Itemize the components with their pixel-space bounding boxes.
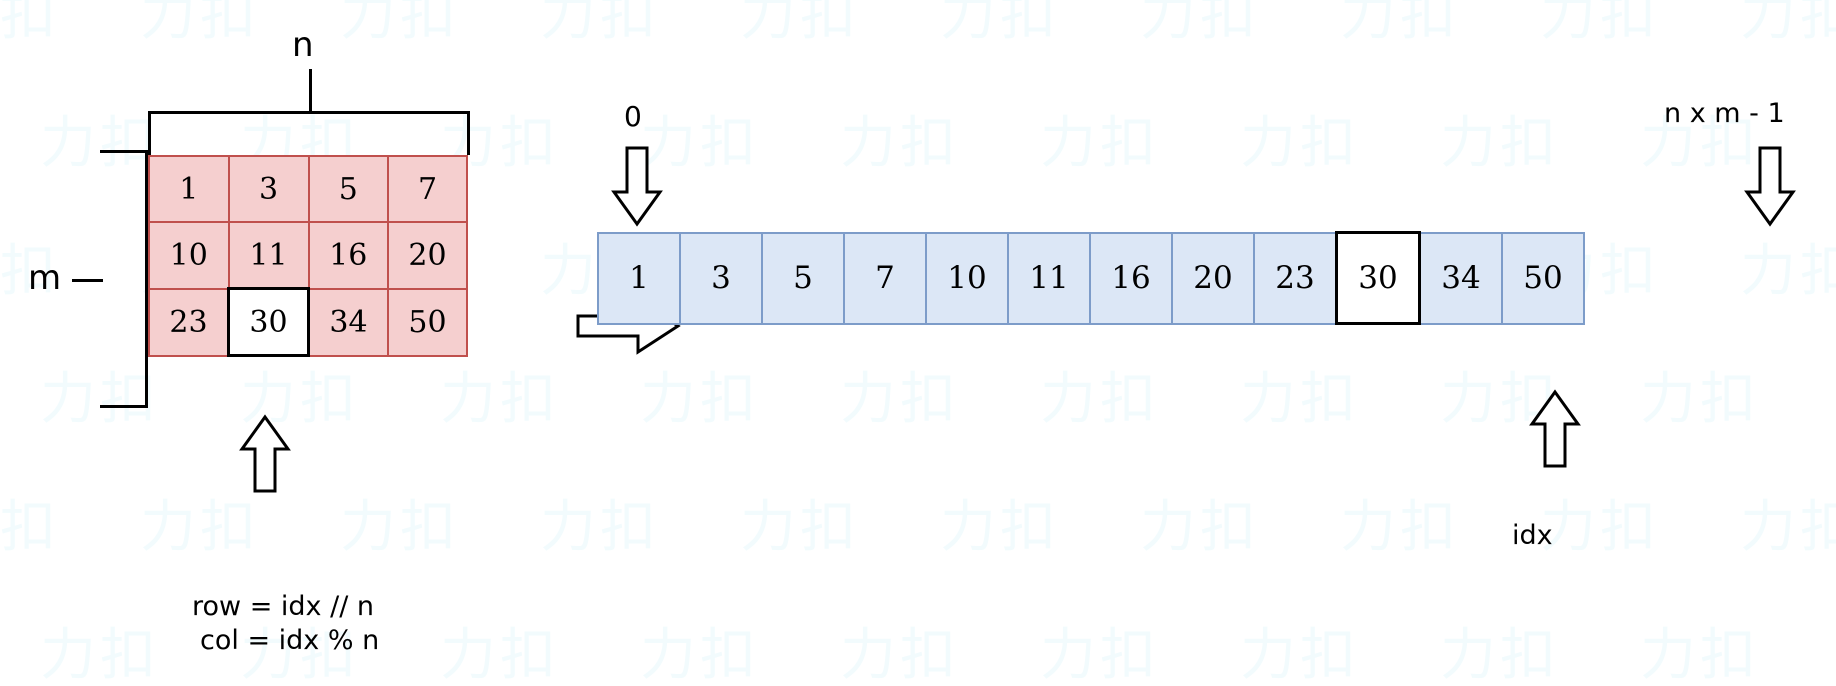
- matrix-cell[interactable]: 50: [387, 287, 468, 357]
- array-cell[interactable]: 5: [761, 231, 845, 325]
- formula-col: col = idx % n: [200, 625, 380, 656]
- bracket-m-stem: [72, 279, 103, 282]
- bracket-n-stem: [309, 69, 312, 111]
- matrix-width-bracket: [148, 69, 470, 155]
- matrix-row: 23 30 34 50: [148, 287, 468, 357]
- matrix-cell[interactable]: 34: [307, 287, 389, 357]
- matrix-cell[interactable]: 1: [148, 155, 230, 223]
- matrix-cell[interactable]: 10: [148, 221, 230, 290]
- array-cell[interactable]: 1: [597, 231, 681, 325]
- array-cell[interactable]: 7: [843, 231, 927, 325]
- array-cell[interactable]: 11: [1007, 231, 1091, 325]
- array-cell[interactable]: 16: [1089, 231, 1173, 325]
- matrix-cell[interactable]: 5: [307, 155, 389, 223]
- array-idx-label: idx: [1512, 520, 1553, 551]
- matrix-height-bracket: [72, 150, 148, 408]
- bracket-n-horizontal: [148, 111, 470, 114]
- bracket-m-vertical: [145, 150, 148, 408]
- bracket-n-left-tip: [148, 111, 151, 155]
- array-cell[interactable]: 10: [925, 231, 1009, 325]
- array-cell[interactable]: 3: [679, 231, 763, 325]
- array-cell[interactable]: 34: [1418, 231, 1503, 325]
- matrix-cell[interactable]: 3: [227, 155, 310, 223]
- matrix-row: 10 11 16 20: [148, 221, 468, 290]
- bracket-m-bottom-tip: [100, 405, 148, 408]
- array-cell[interactable]: 23: [1253, 231, 1338, 325]
- matrix-cell[interactable]: 11: [227, 221, 310, 290]
- matrix-cell-highlighted[interactable]: 30: [227, 287, 310, 357]
- matrix-cols-label: n: [292, 25, 314, 65]
- array-end-index-label: n x m - 1: [1664, 98, 1785, 129]
- bracket-m-top-tip: [100, 150, 148, 153]
- matrix-cell[interactable]: 16: [307, 221, 389, 290]
- array-start-index-label: 0: [624, 100, 642, 133]
- matrix-cell[interactable]: 7: [387, 155, 468, 223]
- bracket-n-right-tip: [467, 111, 470, 155]
- array-end-down-arrow-icon: [1744, 146, 1796, 227]
- matrix-cell[interactable]: 23: [148, 287, 230, 357]
- formula-row: row = idx // n: [192, 591, 374, 622]
- array-cell[interactable]: 50: [1501, 231, 1585, 325]
- matrix-cell[interactable]: 20: [387, 221, 468, 290]
- matrix-rows-label: m: [28, 258, 62, 298]
- array-idx-up-arrow-icon: [1529, 389, 1581, 468]
- matrix-highlight-up-arrow-icon: [239, 414, 291, 493]
- array-cells: 1 3 5 7 10 11 16 20 23 30 34 50: [597, 231, 1585, 325]
- array-row: 1 3 5 7 10 11 16 20 23 30 34 50: [597, 231, 1585, 325]
- matrix-grid: 1 3 5 7 10 11 16 20 23 30 34 50: [148, 155, 468, 357]
- array-cell[interactable]: 20: [1171, 231, 1255, 325]
- array-start-down-arrow-icon: [611, 146, 663, 227]
- matrix-row: 1 3 5 7: [148, 155, 468, 223]
- array-cell-highlighted[interactable]: 30: [1335, 231, 1421, 325]
